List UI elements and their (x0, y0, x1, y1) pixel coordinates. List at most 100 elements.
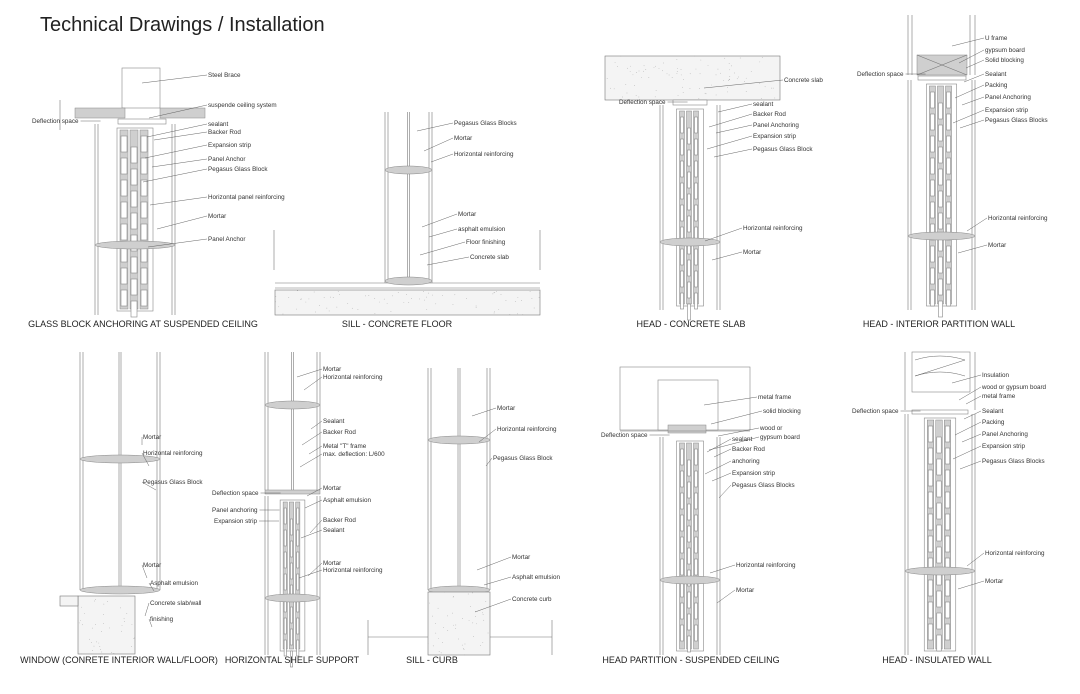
leader-line (712, 252, 742, 260)
callout-label: Deflection space (857, 71, 904, 78)
callout-label: Panel anchoring (212, 507, 258, 514)
callout-label: Deflection space (601, 432, 648, 439)
leader-line (417, 123, 453, 131)
callout-label: U frame (985, 35, 1008, 42)
leader-line (302, 432, 322, 445)
callout-label: Horizontal reinforcing (985, 550, 1045, 557)
callout-label: Backer Rod (753, 111, 786, 118)
callout-label: Sealant (323, 527, 345, 534)
leader-line (716, 125, 752, 133)
callout-label: Steel Brace (208, 72, 241, 79)
callout-label: Solid blocking (985, 57, 1024, 64)
leader-line (427, 257, 469, 265)
callout-label: Horizontal reinforcing (323, 374, 383, 381)
drawing-panel: HORIZONTAL SHELF SUPPORTMortarHorizontal… (212, 352, 385, 667)
leader-line (953, 446, 981, 459)
drawing-panel: HEAD - INSULATED WALLInsulationwood or g… (852, 352, 1047, 665)
leader-line (718, 104, 752, 112)
callout-label: sealant (753, 101, 774, 108)
callout-label: Expansion strip (985, 107, 1029, 114)
leader-line (300, 454, 322, 467)
callout-label: sealant (208, 121, 229, 128)
ceiling-board (160, 108, 205, 118)
callout-label: suspende ceiling system (208, 102, 277, 109)
callout-label: Deflection space (212, 490, 259, 497)
leader-line (958, 581, 984, 589)
expansion-strip (918, 76, 966, 80)
drawing-panel: WINDOW (CONRETE INTERIOR WALL/FLOOR) Mort… (20, 352, 218, 665)
callout-label: Mortar (985, 578, 1003, 585)
leader-line (714, 449, 731, 457)
leader-line (705, 461, 731, 474)
callout-label: Expansion strip (732, 470, 776, 477)
leader-line (710, 565, 735, 573)
mortar-joint (385, 277, 432, 285)
callout-label: Mortar (323, 366, 341, 373)
ceiling-board (75, 108, 125, 118)
panel-caption: HORIZONTAL SHELF SUPPORT (225, 655, 360, 665)
expansion-strip (118, 119, 166, 124)
mortar-joint (265, 401, 320, 409)
callout-label: max. deflection: L/600 (323, 451, 385, 458)
leader-line (145, 145, 207, 158)
drawing-panel: HEAD - INTERIOR PARTITION WALLU framegyp… (857, 15, 1048, 329)
callout-label: Expansion strip (208, 142, 252, 149)
callout-label: Pegasus Glass Blocks (732, 482, 795, 489)
leader-line (952, 38, 984, 46)
callout-label: Mortar (512, 554, 530, 561)
callout-label: Mortar (323, 560, 341, 567)
callout-label: solid blocking (763, 408, 801, 415)
callout-label: Pegasus Glass Blocks (982, 458, 1045, 465)
callout-label: Expansion strip (214, 518, 258, 525)
callout-label: Asphalt emulsion (150, 580, 198, 587)
callout-label: Pegasus Glass Block (753, 146, 813, 153)
leader-line (707, 439, 731, 452)
callout-label: Horizontal reinforcing (323, 567, 383, 574)
callout-label: Pegasus Glass Block (208, 166, 268, 173)
leader-line (154, 132, 207, 140)
callout-label: metal frame (982, 393, 1016, 400)
leader-line (477, 557, 511, 570)
leader-line (955, 422, 981, 435)
leader-line (953, 110, 984, 123)
callout-label: Mortar (736, 587, 754, 594)
callout-label: Concrete slab (784, 77, 823, 84)
callout-label: Pegasus Glass Blocks (454, 120, 517, 127)
leader-line (958, 245, 987, 253)
callout-label: Floor finishing (466, 239, 506, 246)
leader-line (147, 124, 207, 137)
leader-line (709, 114, 752, 127)
expansion-strip (912, 410, 968, 414)
concrete (605, 56, 780, 100)
callout-label: Sealant (323, 418, 345, 425)
panel-caption: SILL - CONCRETE FLOOR (342, 319, 453, 329)
callout-label: Horizontal panel reinforcing (208, 194, 285, 201)
callout-label: Mortar (143, 562, 161, 569)
callout-label: gypsum board (760, 434, 800, 441)
callout-label: Panel Anchor (208, 156, 245, 163)
callout-label: Asphalt emulsion (323, 497, 371, 504)
leader-line (311, 421, 322, 429)
concrete (275, 290, 540, 315)
callout-label: wood or (759, 425, 782, 432)
leader-line (955, 85, 984, 98)
callout-label: Panel Anchoring (982, 431, 1028, 438)
callout-label: Panel Anchoring (985, 94, 1031, 101)
leader-line (472, 408, 496, 416)
callout-label: Expansion strip (753, 133, 797, 140)
mortar-joint (385, 166, 432, 174)
drawing-panel: GLASS BLOCK ANCHORING AT SUSPENDED CEILI… (28, 68, 285, 329)
callout-label: Backer Rod (208, 129, 241, 136)
mortar-joint (660, 576, 720, 584)
callout-label: Concrete slab (470, 254, 509, 261)
leader-line (967, 553, 984, 566)
callout-label: Horizontal reinforcing (497, 426, 557, 433)
leader-line (431, 154, 453, 162)
drawing-panel: SILL - CONCRETE FLOOR Pegasus Glass Block… (274, 112, 540, 329)
callout-label: Pegasus Glass Block (143, 479, 203, 486)
leader-line (304, 377, 322, 390)
callout-label: Sealant (985, 71, 1007, 78)
panel-caption: WINDOW (CONRETE INTERIOR WALL/FLOOR) (20, 655, 218, 665)
drawing-panel: HEAD - CONCRETE SLABConcrete slabDeflect… (605, 56, 823, 329)
leader-line (962, 97, 984, 105)
